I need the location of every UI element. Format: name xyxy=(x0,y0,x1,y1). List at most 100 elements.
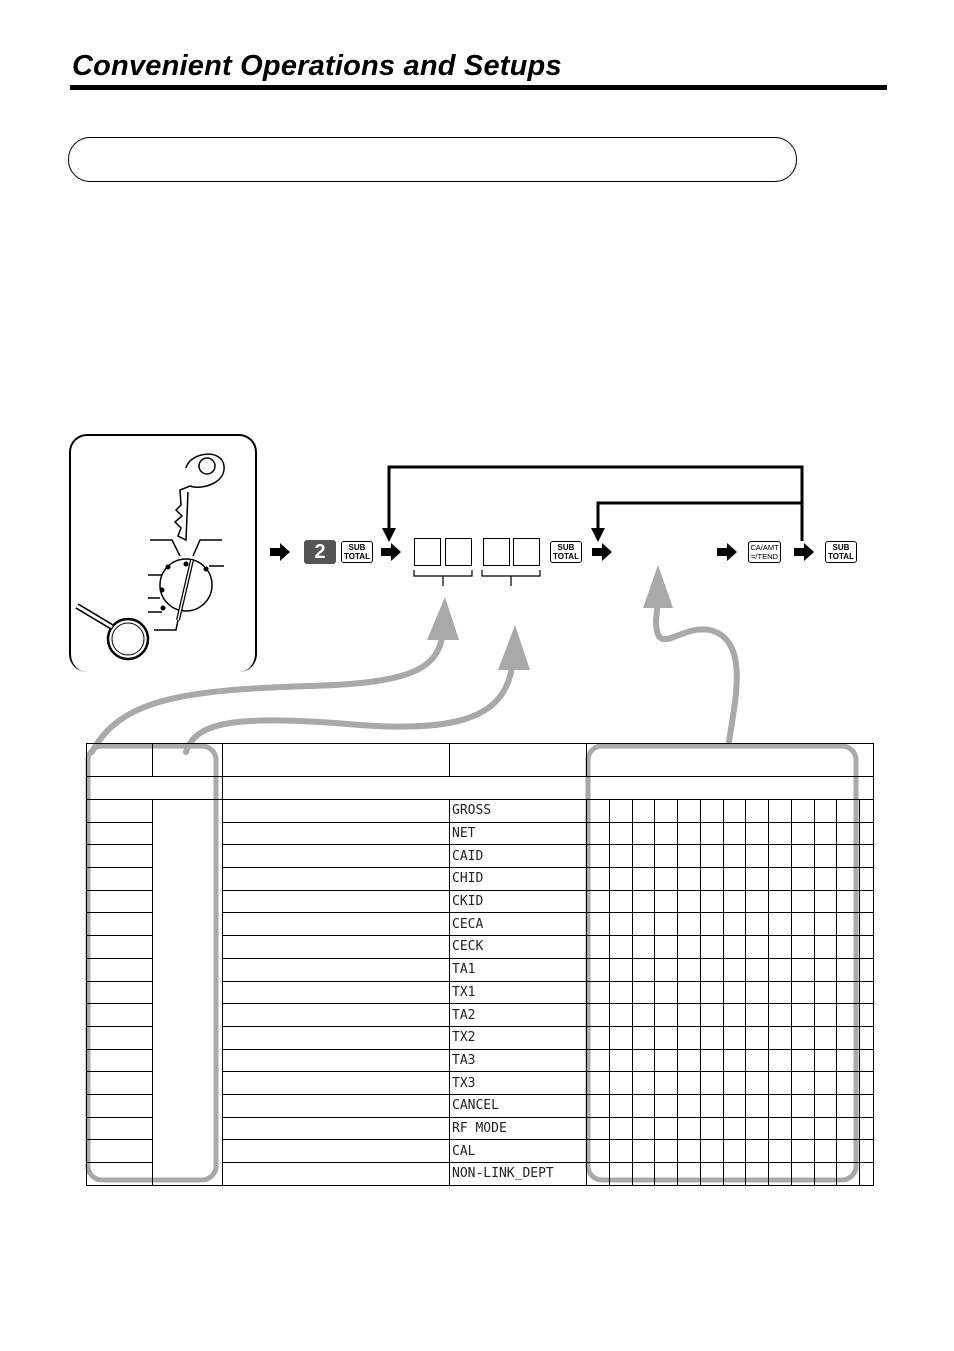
bit-cell xyxy=(699,980,724,1005)
bit-cell xyxy=(608,957,633,982)
bit-cell xyxy=(654,935,678,959)
bit-cell xyxy=(677,980,701,1005)
bit-cell xyxy=(631,1003,656,1027)
bit-cell xyxy=(813,844,838,869)
bit-cell xyxy=(745,867,769,891)
bit-cell xyxy=(631,1071,656,1095)
bit-cell xyxy=(790,957,815,982)
bit-cell xyxy=(836,957,860,982)
code-cell xyxy=(86,912,153,937)
bit-cell xyxy=(768,935,792,959)
description-cell xyxy=(222,889,450,914)
bit-cell xyxy=(745,821,769,846)
code-cell xyxy=(86,799,153,823)
bit-cell xyxy=(654,1093,678,1118)
report-name-cell: TA1 xyxy=(449,957,587,982)
bit-cell xyxy=(768,1093,792,1118)
bit-cell xyxy=(722,957,747,982)
bit-cell xyxy=(677,799,701,823)
table-row: RF MODE xyxy=(86,1116,875,1141)
bit-cell xyxy=(858,1048,875,1073)
header-cell xyxy=(152,743,223,777)
bit-cell xyxy=(677,1003,701,1027)
bit-cell xyxy=(790,1093,815,1118)
bit-cell xyxy=(813,1071,838,1095)
bit-cell xyxy=(858,867,875,891)
bit-cell xyxy=(813,1003,838,1027)
bit-cell xyxy=(790,980,815,1005)
bit-cell xyxy=(586,821,610,846)
bit-cell xyxy=(586,1071,610,1095)
bit-cell xyxy=(608,1093,633,1118)
key-label: TOTAL xyxy=(828,552,854,561)
description-cell xyxy=(222,844,450,869)
report-name-cell: CAL xyxy=(449,1139,587,1163)
bit-cell xyxy=(858,935,875,959)
bit-cell xyxy=(790,867,815,891)
bit-cell xyxy=(836,1162,860,1186)
bit-cell xyxy=(722,935,747,959)
bit-cell xyxy=(654,1139,678,1163)
bit-cell xyxy=(813,980,838,1005)
key-label: SUB xyxy=(348,543,366,552)
bit-cell xyxy=(790,1025,815,1050)
bit-cell xyxy=(768,821,792,846)
bit-cell xyxy=(608,889,633,914)
bit-cell xyxy=(813,912,838,937)
bit-cell xyxy=(631,821,656,846)
bit-cell xyxy=(631,1139,656,1163)
bit-cell xyxy=(836,980,860,1005)
bit-cell xyxy=(836,1139,860,1163)
bit-cell xyxy=(768,889,792,914)
bit-cell xyxy=(836,1048,860,1073)
bit-cell xyxy=(608,1048,633,1073)
bit-cell xyxy=(631,912,656,937)
code-cell xyxy=(86,867,153,891)
bit-cell xyxy=(654,844,678,869)
bit-cell xyxy=(631,867,656,891)
bit-cell xyxy=(768,1071,792,1095)
bit-cell xyxy=(586,980,610,1005)
bit-cell xyxy=(586,1162,610,1186)
code-cell xyxy=(86,957,153,982)
bit-cell xyxy=(699,889,724,914)
bit-cell xyxy=(836,1093,860,1118)
code-cell xyxy=(86,1139,153,1163)
bit-cell xyxy=(677,935,701,959)
table-subheader-row xyxy=(86,776,875,800)
bit-cell xyxy=(836,1025,860,1050)
bit-cell xyxy=(836,935,860,959)
bit-cell xyxy=(586,957,610,982)
bit-cell xyxy=(813,1116,838,1141)
bit-cell xyxy=(790,935,815,959)
code-cell xyxy=(86,1048,153,1073)
bit-cell xyxy=(631,1162,656,1186)
bit-cell xyxy=(586,844,610,869)
table-row: NET xyxy=(86,821,875,846)
bit-cell xyxy=(790,1071,815,1095)
bit-cell xyxy=(858,1139,875,1163)
bit-cell xyxy=(654,980,678,1005)
code-cell xyxy=(86,844,153,869)
bit-cell xyxy=(768,1025,792,1050)
bit-cell xyxy=(813,799,838,823)
bit-cell xyxy=(722,1116,747,1141)
bit-cell xyxy=(813,1162,838,1186)
code-cell xyxy=(86,980,153,1005)
bit-cell xyxy=(813,957,838,982)
report-name-cell: CHID xyxy=(449,867,587,891)
report-name-cell: NET xyxy=(449,821,587,846)
bit-cell xyxy=(699,1139,724,1163)
code-cell xyxy=(86,821,153,846)
bit-cell xyxy=(699,821,724,846)
cash-amt-tend-key: CA/AMT =/TEND xyxy=(748,541,781,563)
bit-cell xyxy=(813,889,838,914)
description-cell xyxy=(222,867,450,891)
group-cell xyxy=(152,799,223,1186)
bit-cell xyxy=(631,1048,656,1073)
subtotal-key-2: SUB TOTAL xyxy=(550,541,582,563)
bit-cell xyxy=(745,980,769,1005)
digit-box xyxy=(483,538,510,566)
bit-cell xyxy=(699,1025,724,1050)
